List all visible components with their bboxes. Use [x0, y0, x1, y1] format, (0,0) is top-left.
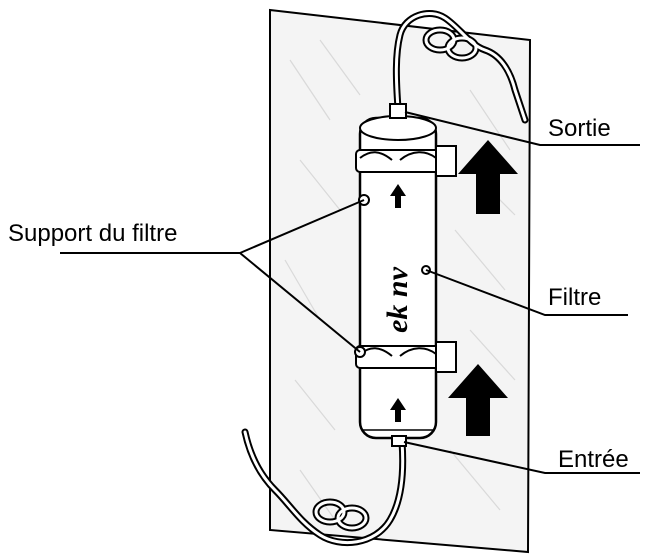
holder-leader-lower [239, 252, 361, 353]
outlet-label: Sortie [548, 115, 611, 142]
filter-holder-upper [355, 145, 457, 206]
filter-label: Filtre [548, 284, 602, 311]
flow-arrow-small-upper [390, 184, 406, 208]
flow-arrow-large-upper [458, 140, 518, 214]
filter-holder-label: Support du filtre [8, 220, 178, 247]
inlet-leader [403, 441, 640, 474]
filter-brand-text: ek nv [381, 266, 414, 333]
flow-arrow-large-lower [448, 364, 508, 436]
inlet-label: Entrée [558, 446, 629, 473]
outlet-leader [404, 111, 640, 146]
filter-leader [425, 269, 628, 316]
flow-arrow-small-lower [390, 398, 406, 422]
callout-lines [60, 111, 640, 474]
filter-holder-lower [354, 341, 457, 373]
holder-leader-upper [239, 199, 365, 254]
